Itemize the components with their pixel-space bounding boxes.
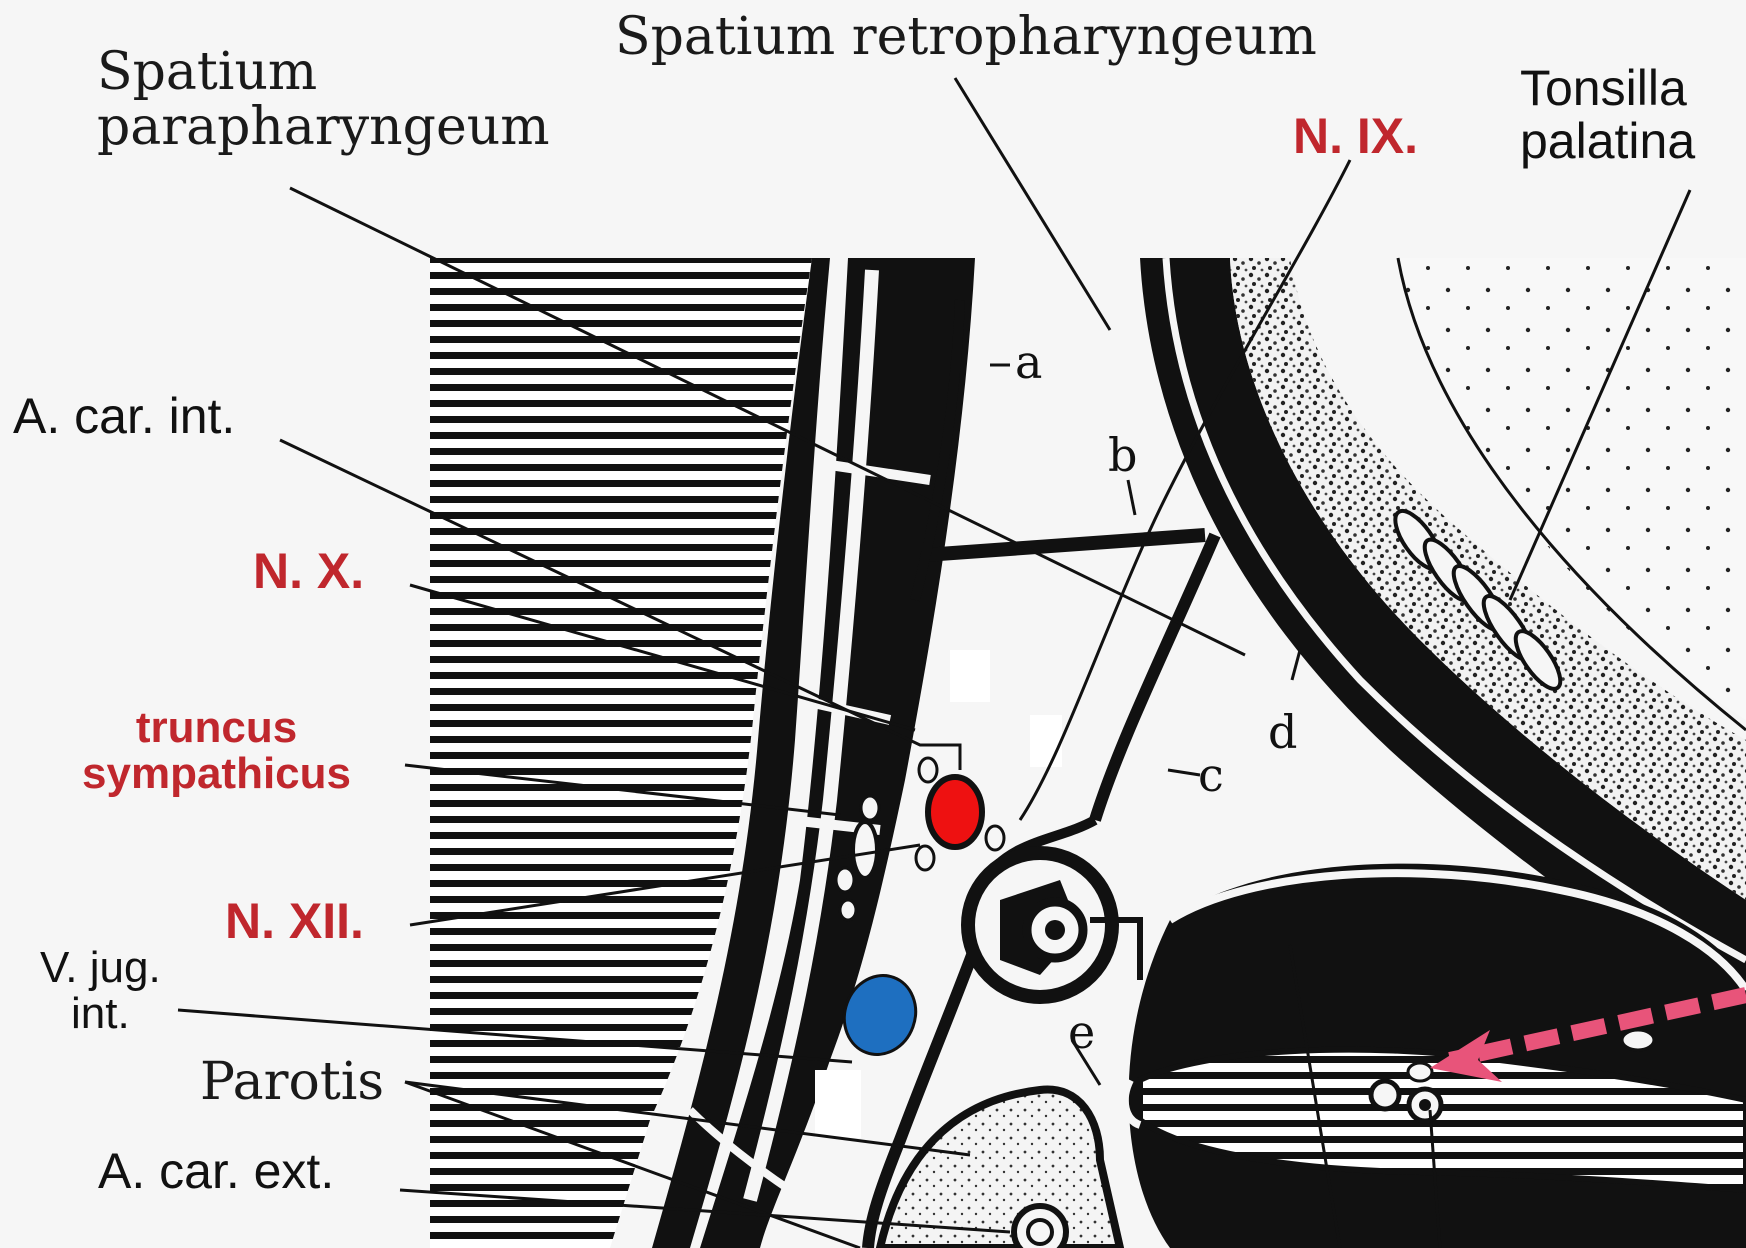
- label-a-car-int: A. car. int.: [13, 390, 235, 443]
- label-n-ix: N. IX.: [1293, 110, 1418, 163]
- label-v-jug-line1: V. jug.: [40, 945, 161, 991]
- label-v-jug-int: V. jug. int.: [40, 945, 161, 1037]
- label-tonsilla-palatina: Tonsilla palatina: [1520, 62, 1695, 167]
- letter-a: a: [1015, 335, 1042, 389]
- letter-c: c: [1198, 748, 1224, 802]
- label-truncus-sympathicus: truncus sympathicus: [82, 705, 351, 797]
- styloid-complex: [968, 853, 1140, 997]
- letter-d: d: [1268, 705, 1297, 759]
- letter-b: b: [1108, 428, 1137, 482]
- label-spatium-parapharyngeum: Spatium parapharyngeum: [97, 45, 550, 154]
- truncus-sympathicus-oval: [853, 822, 877, 878]
- label-tonsilla-line2: palatina: [1520, 115, 1695, 168]
- a-car-ext-vessel: [1014, 1206, 1066, 1248]
- label-spatium-para-line2: parapharyngeum: [97, 100, 550, 155]
- fascia-c: [1095, 535, 1215, 820]
- label-truncus-line2: sympathicus: [82, 751, 351, 797]
- label-n-x: N. X.: [253, 545, 364, 598]
- label-n-xii: N. XII.: [225, 895, 364, 948]
- label-a-car-ext: A. car. ext.: [98, 1145, 334, 1198]
- label-parotis: Parotis: [200, 1055, 384, 1110]
- label-truncus-line1: truncus: [82, 705, 351, 751]
- label-spatium-retropharyngeum: Spatium retropharyngeum: [615, 10, 1317, 65]
- label-v-jug-line2: int.: [40, 991, 161, 1037]
- label-spatium-para-line1: Spatium: [97, 45, 550, 100]
- fascia-b: [925, 535, 1205, 555]
- arteria-carotis-interna: [928, 777, 982, 847]
- letter-e: e: [1068, 1005, 1095, 1059]
- label-tonsilla-line1: Tonsilla: [1520, 62, 1695, 115]
